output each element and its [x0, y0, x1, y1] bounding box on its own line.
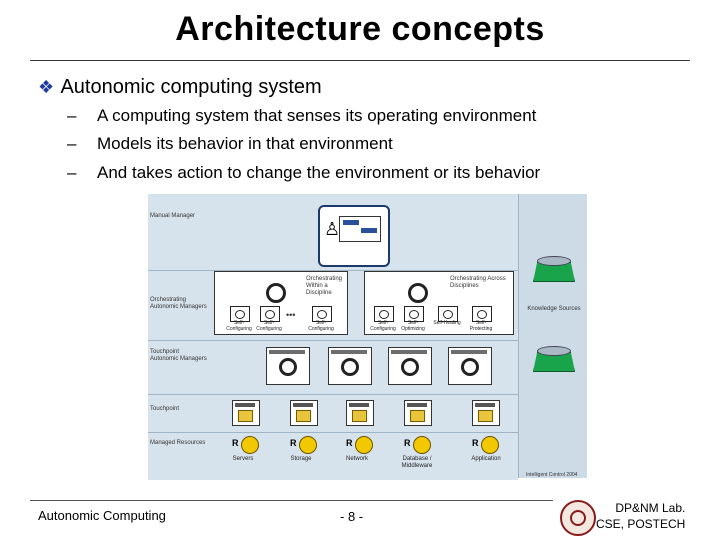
resource-label: Network — [345, 456, 368, 462]
orchestrating-across-box — [364, 271, 514, 335]
row-label-touchpoint-managers: Touchpoint Autonomic Managers — [150, 349, 207, 362]
copyright-note: Intelligent Control 2004 — [526, 472, 578, 478]
band-divider — [148, 432, 518, 433]
subpoint-text: And takes action to change the environme… — [97, 163, 541, 182]
touchpoint-manager-box — [266, 347, 310, 385]
touchpoint-icon — [232, 400, 260, 426]
resource-label: Storage — [290, 456, 312, 462]
mini-label: Self-Configuring — [256, 320, 282, 332]
footer-course: Autonomic Computing — [38, 508, 166, 523]
autonomic-loop-icon — [266, 283, 286, 303]
knowledge-sources-label: Knowledge Sources — [527, 306, 581, 312]
page-number: - 8 - — [340, 509, 364, 524]
dash-icon: – — [67, 163, 77, 182]
resource-gear-icon: R — [232, 436, 259, 454]
main-bullet: ❖ Autonomic computing system — [38, 76, 322, 99]
band-divider — [148, 340, 518, 341]
mini-label: Self-Optimizing — [401, 320, 425, 332]
dash-icon: – — [67, 134, 77, 153]
footer-divider — [30, 500, 553, 501]
mini-label: Self-Protecting — [469, 320, 493, 332]
resource-gear-icon: R — [290, 436, 317, 454]
knowledge-source-icon — [533, 346, 575, 372]
mini-manager-icon — [404, 306, 424, 322]
footer-lab-line1: DP&NM Lab. — [615, 501, 686, 515]
row-label-orchestrating: Orchestrating Autonomic Managers — [150, 297, 207, 310]
row-label-managed-resources: Managed Resources — [150, 440, 206, 446]
diamond-bullet-icon: ❖ — [38, 77, 55, 97]
subpoint: – Models its behavior in that environment — [67, 134, 393, 154]
mini-manager-icon — [260, 306, 280, 322]
knowledge-source-icon — [533, 256, 575, 282]
touchpoint-manager-box — [328, 347, 372, 385]
touchpoint-manager-box — [448, 347, 492, 385]
subpoint: – A computing system that senses its oper… — [67, 106, 536, 126]
ellipsis-text: ••• — [286, 310, 296, 320]
mini-label: Self-Configuring — [308, 320, 334, 332]
subpoint-text: Models its behavior in that environment — [97, 134, 393, 153]
slide-title: Architecture concepts — [175, 10, 545, 48]
autonomic-loop-icon — [408, 283, 428, 303]
person-icon: ♙ — [324, 219, 341, 239]
touchpoint-manager-box — [388, 347, 432, 385]
row-label-manual-manager: Manual Manager — [150, 213, 196, 219]
footer-lab-line2: CSE, POSTECH — [596, 517, 686, 531]
touchpoint-icon — [290, 400, 318, 426]
touchpoint-icon — [472, 400, 500, 426]
band-divider — [148, 394, 518, 395]
knowledge-panel — [518, 194, 587, 478]
mini-manager-icon — [472, 306, 492, 322]
main-bullet-text: Autonomic computing system — [60, 76, 322, 98]
resource-gear-icon: R — [472, 436, 499, 454]
orchestrating-across-label: Orchestrating Across Disciplines — [450, 276, 506, 289]
mini-manager-icon — [438, 306, 458, 322]
mini-manager-icon — [230, 306, 250, 322]
subpoint: – And takes action to change the environm… — [67, 163, 540, 183]
mini-label: Self-Configuring — [370, 320, 396, 332]
university-emblem-icon — [560, 500, 596, 536]
title-divider — [30, 60, 690, 61]
dash-icon: – — [67, 106, 77, 125]
resource-gear-icon: R — [346, 436, 373, 454]
subpoint-text: A computing system that senses its opera… — [97, 106, 537, 125]
resource-label: Database / Middleware — [401, 456, 433, 469]
console-screen-icon — [339, 216, 381, 242]
resource-gear-icon: R — [404, 436, 431, 454]
resource-label: Application — [471, 456, 501, 462]
footer-lab: DP&NM Lab. CSE, POSTECH — [596, 500, 685, 532]
mini-manager-icon — [312, 306, 332, 322]
touchpoint-icon — [404, 400, 432, 426]
touchpoint-icon — [346, 400, 374, 426]
row-label-touchpoint: Touchpoint — [150, 406, 180, 412]
mini-manager-icon — [374, 306, 394, 322]
mini-label: Self-Configuring — [226, 320, 252, 332]
resource-label: Servers — [232, 456, 254, 462]
band-divider — [148, 270, 518, 271]
orchestrating-within-box — [214, 271, 348, 335]
orchestrating-within-label: Orchestrating Within a Discipline — [306, 276, 343, 296]
mini-label: Self-Healing — [433, 320, 461, 326]
